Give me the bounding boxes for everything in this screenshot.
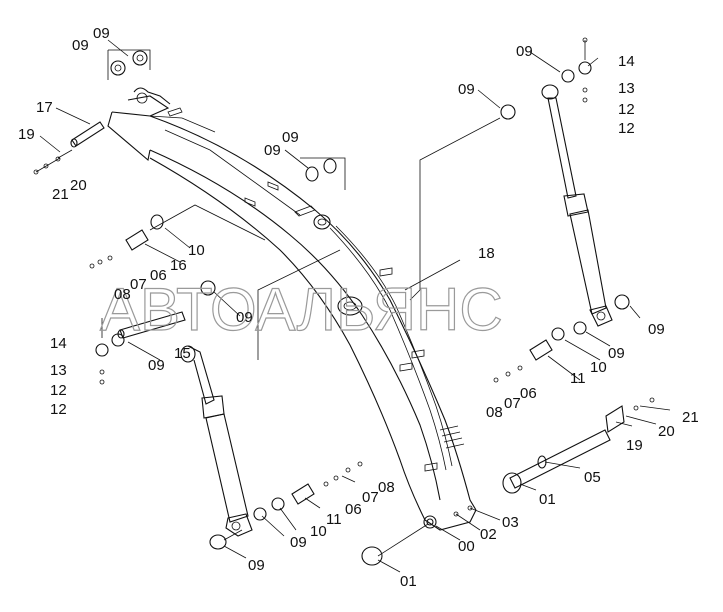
callout-12: 12 xyxy=(50,401,67,418)
callout-10: 10 xyxy=(188,242,205,259)
callout-14: 14 xyxy=(618,53,635,70)
callout-01: 01 xyxy=(400,573,417,590)
callout-09: 09 xyxy=(93,25,110,42)
callout-09: 09 xyxy=(458,81,475,98)
callout-09: 09 xyxy=(236,309,253,326)
callout-12: 12 xyxy=(50,382,67,399)
callout-09: 09 xyxy=(248,557,265,574)
callout-06: 06 xyxy=(520,385,537,402)
watermark-text: АВТОАЛЬЯНС xyxy=(100,276,503,343)
callout-21: 21 xyxy=(52,186,69,203)
callout-01: 01 xyxy=(539,491,556,508)
callout-08: 08 xyxy=(486,404,503,421)
callout-09: 09 xyxy=(608,345,625,362)
pins-and-washers xyxy=(33,37,655,566)
callout-20: 20 xyxy=(70,177,87,194)
callout-14: 14 xyxy=(50,335,67,352)
callout-08: 08 xyxy=(378,479,395,496)
leader-lines xyxy=(39,39,671,573)
callout-00: 00 xyxy=(458,538,475,555)
callout-10: 10 xyxy=(590,359,607,376)
callout-06: 06 xyxy=(150,267,167,284)
callout-17: 17 xyxy=(36,99,53,116)
callout-11: 11 xyxy=(570,370,586,387)
callout-09: 09 xyxy=(648,321,665,338)
callout-09: 09 xyxy=(72,37,89,54)
callout-12: 12 xyxy=(618,101,635,118)
callout-19: 19 xyxy=(18,126,35,143)
callout-15: 15 xyxy=(174,345,191,362)
callout-07: 07 xyxy=(504,395,521,412)
callout-19: 19 xyxy=(626,437,643,454)
callout-07: 07 xyxy=(362,489,379,506)
callout-05: 05 xyxy=(584,469,601,486)
callout-13: 13 xyxy=(50,362,67,379)
right-arm-cylinder xyxy=(541,84,613,327)
left-boom-cylinder xyxy=(180,345,253,537)
callout-09: 09 xyxy=(264,142,281,159)
callout-16: 16 xyxy=(170,257,187,274)
callout-06: 06 xyxy=(345,501,362,518)
callout-12: 12 xyxy=(618,120,635,137)
callout-03: 03 xyxy=(502,514,519,531)
callout-10: 10 xyxy=(310,523,327,540)
callout-18: 18 xyxy=(478,245,495,262)
callout-07: 07 xyxy=(130,276,147,293)
callout-09: 09 xyxy=(148,357,165,374)
callout-11: 11 xyxy=(326,511,342,528)
callout-02: 02 xyxy=(480,526,497,543)
callout-21: 21 xyxy=(682,409,699,426)
callout-13: 13 xyxy=(618,80,635,97)
callout-labels: 09 09 17 19 21 20 09 09 09 14 13 12 12 0… xyxy=(18,25,699,590)
callout-09: 09 xyxy=(290,534,307,551)
boom-body xyxy=(107,87,477,531)
callout-09: 09 xyxy=(516,43,533,60)
callout-09: 09 xyxy=(282,129,299,146)
callout-20: 20 xyxy=(658,423,675,440)
callout-08: 08 xyxy=(114,286,131,303)
